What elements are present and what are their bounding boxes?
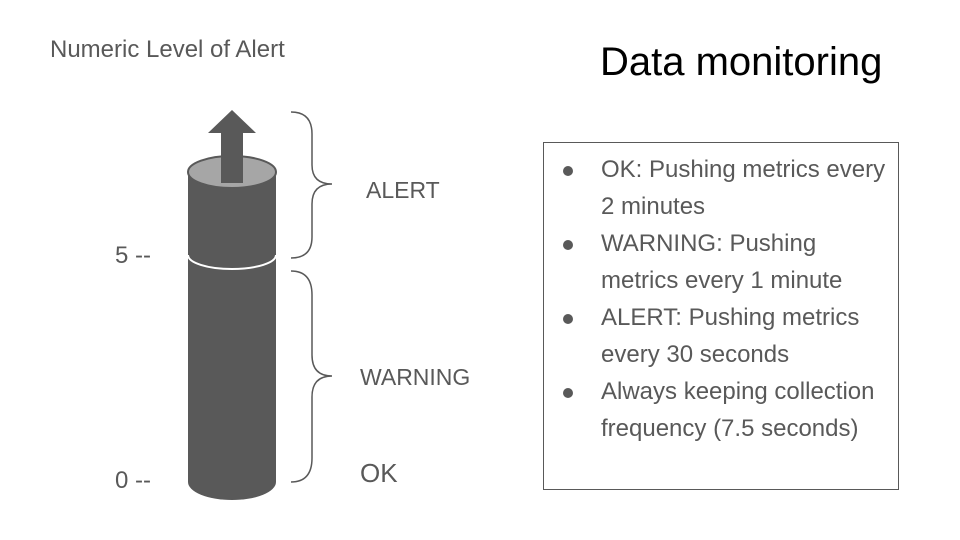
- level-label-alert: ALERT: [366, 177, 440, 203]
- bullet-icon: [563, 166, 573, 176]
- info-list: OK: Pushing metrics every 2 minutes WARN…: [544, 143, 898, 447]
- list-item-text: WARNING: Pushing metrics every 1 minute: [601, 230, 843, 294]
- list-item-text: OK: Pushing metrics every 2 minutes: [601, 156, 886, 220]
- list-item-text: ALERT: Pushing metrics every 30 seconds: [601, 304, 860, 368]
- level-label-ok: OK: [360, 458, 398, 488]
- list-item: OK: Pushing metrics every 2 minutes: [544, 151, 898, 225]
- list-item: WARNING: Pushing metrics every 1 minute: [544, 225, 898, 299]
- list-item-text: Always keeping collection frequency (7.5…: [601, 378, 875, 442]
- cylinder-body: [188, 172, 276, 500]
- scale-tick-0: 0 --: [115, 467, 151, 494]
- alert-brace: [290, 111, 333, 259]
- list-item: ALERT: Pushing metrics every 30 seconds: [544, 299, 898, 373]
- bullet-icon: [563, 388, 573, 398]
- scale-tick-5: 5 --: [115, 242, 151, 269]
- left-title: Numeric Level of Alert: [50, 36, 285, 63]
- warning-brace: [290, 270, 333, 483]
- bullet-icon: [563, 240, 573, 250]
- level-label-warning: WARNING: [360, 364, 471, 390]
- up-arrow-icon: [208, 110, 256, 183]
- bullet-icon: [563, 314, 573, 324]
- level-5-divider: [187, 254, 277, 270]
- slide-title: Data monitoring: [600, 40, 883, 84]
- info-box: OK: Pushing metrics every 2 minutes WARN…: [543, 142, 899, 490]
- list-item: Always keeping collection frequency (7.5…: [544, 373, 898, 447]
